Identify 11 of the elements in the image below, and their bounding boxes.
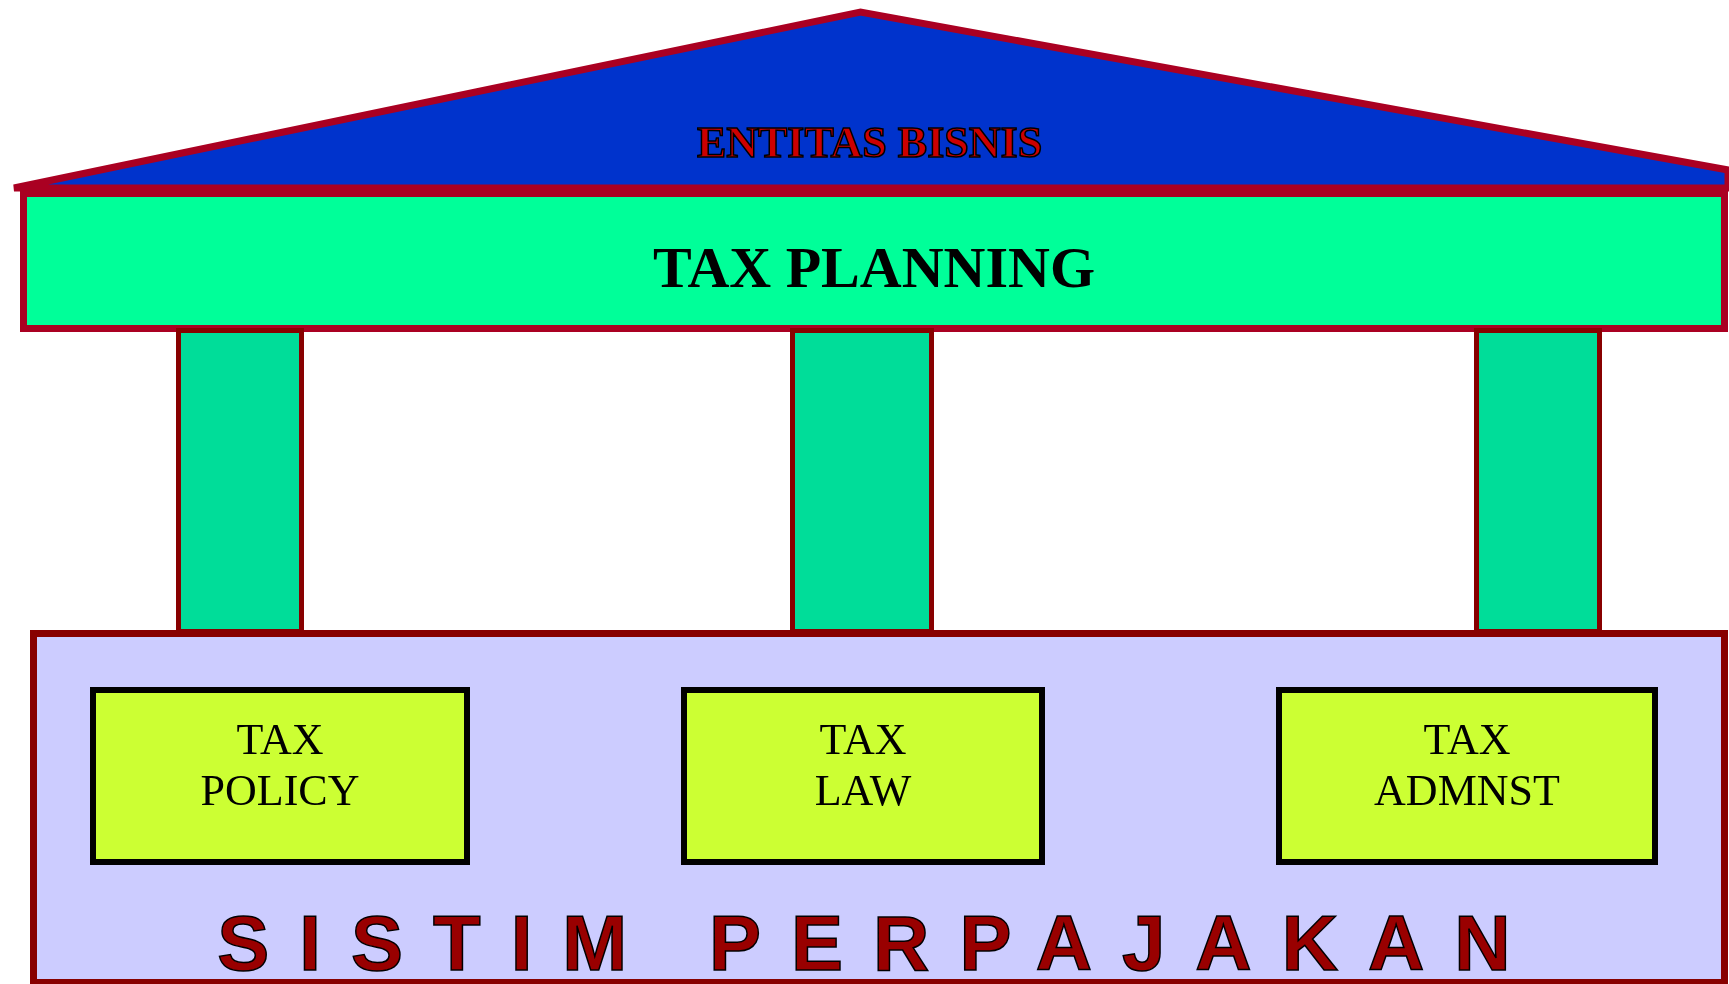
roof-title: ENTITAS BISNIS (696, 118, 1043, 169)
base-title: SISTIM PERPAJAKAN (217, 899, 1541, 984)
beam-box (20, 190, 1728, 332)
beam-title: TAX PLANNING (653, 235, 1095, 302)
component-box (681, 687, 1045, 865)
component-box (1276, 687, 1658, 865)
box-text: TAX POLICY (200, 715, 360, 817)
base-panel (30, 630, 1728, 984)
component-box (90, 687, 470, 865)
box-text: TAX LAW (814, 715, 912, 817)
box-text: TAX ADMNST (1374, 715, 1560, 817)
